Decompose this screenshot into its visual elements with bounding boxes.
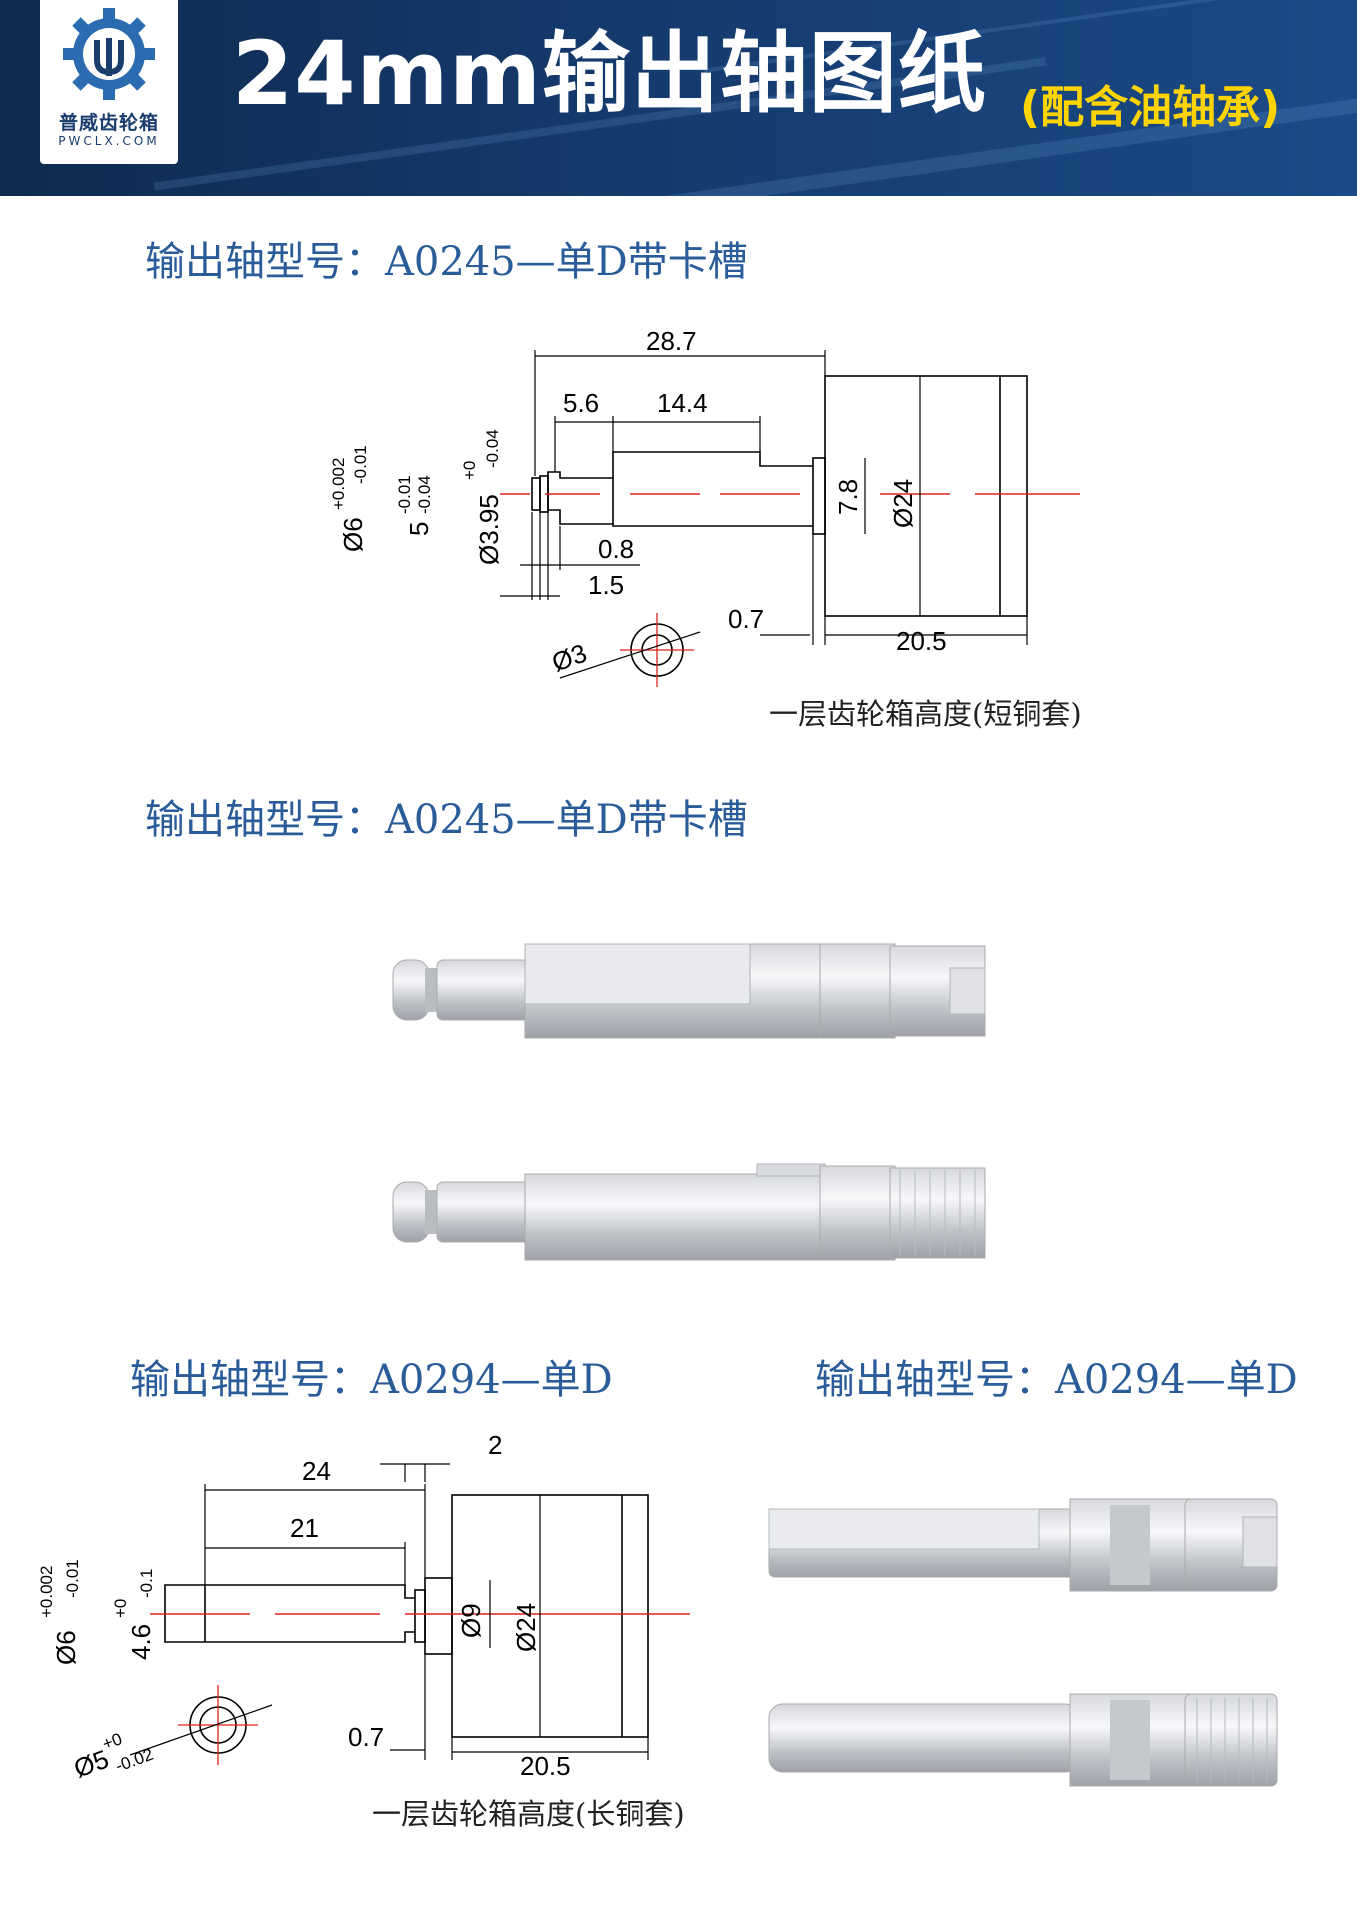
dim-flat: 7.8 <box>833 479 863 515</box>
tol-d-flat-upper: -0.01 <box>395 475 414 514</box>
gear-logo-icon <box>63 8 155 100</box>
dim-gap: 0.7 <box>348 1722 384 1752</box>
logo-domain: PWCLX.COM <box>58 134 160 148</box>
dim-housing-diameter: Ø24 <box>511 1603 541 1652</box>
section1-model-label: 输出轴型号：A0245—单D带卡槽 <box>145 239 748 285</box>
dim-mid-diameter: Ø9 <box>456 1603 486 1638</box>
dim-end-diameter: Ø3 <box>548 638 591 678</box>
dim-length-c: 0.8 <box>598 534 634 564</box>
tol-d-flat-lower: -0.04 <box>415 475 434 514</box>
dim-housing-length: 20.5 <box>520 1751 571 1781</box>
dim-gap-top: 2 <box>488 1430 502 1460</box>
dim-housing-length: 20.5 <box>896 626 947 656</box>
dim-length-d: 1.5 <box>588 570 624 600</box>
shaft-photo-right-top <box>768 1498 1278 1592</box>
tol-end-lower: -0.02 <box>113 1745 156 1776</box>
end-view <box>559 613 701 687</box>
dim-housing-diameter: Ø24 <box>888 479 918 528</box>
dim-length-a: 21 <box>290 1513 319 1543</box>
section1-technical-drawing: 28.7 5.6 14.4 0.8 1.5 0.7 20.5 Ø24 7.8 Ø… <box>329 326 1080 687</box>
section4-model-label: 输出轴型号：A0294—单D <box>815 1357 1298 1403</box>
tol-shaft-upper: +0.002 <box>37 1566 56 1618</box>
section3-model-label: 输出轴型号：A0294—单D <box>130 1357 613 1403</box>
dim-total-length: 28.7 <box>646 326 697 356</box>
page-header <box>0 0 1357 196</box>
shaft-photo-top <box>392 943 986 1039</box>
tol-shaft-upper: +0.002 <box>329 458 348 510</box>
tol-d-flat-upper: +0 <box>111 1599 130 1618</box>
dim-length-a: 5.6 <box>563 388 599 418</box>
page-subtitle: (配含油轴承) <box>1020 82 1281 133</box>
page-title: 24mm输出轴图纸 <box>232 22 987 125</box>
shaft-photo-right-bottom <box>768 1693 1278 1787</box>
dim-d-flat: 4.6 <box>126 1624 156 1660</box>
shaft-photo-bottom <box>392 1163 986 1261</box>
dim-total-length: 24 <box>302 1456 331 1486</box>
end-view <box>129 1685 273 1765</box>
shaft-outline <box>547 451 813 527</box>
section3-technical-drawing: 24 21 2 0.7 20.5 Ø24 Ø9 Ø6 4.6 Ø5 +0.002… <box>37 1430 690 1784</box>
dim-gap: 0.7 <box>728 604 764 634</box>
dim-shaft-diameter: Ø6 <box>338 517 368 552</box>
tol-groove-lower: -0.04 <box>483 429 502 468</box>
section2-model-label: 输出轴型号：A0245—单D带卡槽 <box>145 797 748 843</box>
dim-groove-diameter: Ø3.95 <box>474 494 504 565</box>
logo: 普威齿轮箱 PWCLX.COM <box>40 0 178 164</box>
logo-name: 普威齿轮箱 <box>58 112 159 134</box>
tol-d-flat-lower: -0.1 <box>137 1569 156 1598</box>
dim-d-flat: 5 <box>404 522 434 536</box>
section3-caption: 一层齿轮箱高度(长铜套) <box>372 1797 685 1831</box>
tol-shaft-lower: -0.01 <box>351 445 370 484</box>
tol-groove-upper: +0 <box>460 461 479 480</box>
dim-length-b: 14.4 <box>657 388 708 418</box>
tol-shaft-lower: -0.01 <box>63 1559 82 1598</box>
dim-shaft-diameter: Ø6 <box>51 1630 81 1665</box>
section1-caption: 一层齿轮箱高度(短铜套) <box>769 697 1082 731</box>
